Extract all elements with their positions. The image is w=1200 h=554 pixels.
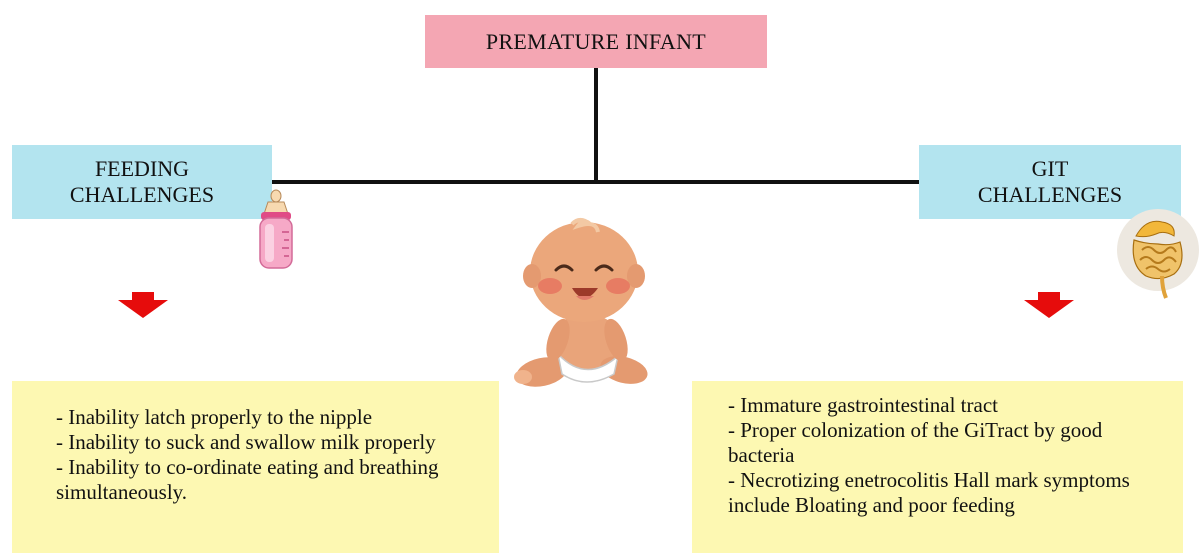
feeding-item-2: - Inability to suck and swallow milk pro… [56, 430, 483, 455]
git-challenges-list: - Immature gastrointestinal tract - Prop… [692, 381, 1183, 553]
feeding-item-3: - Inability to co-ordinate eating and br… [56, 455, 483, 505]
root-node: PREMATURE INFANT [425, 15, 767, 68]
git-item-2: - Proper colonization of the GiTract by … [728, 418, 1167, 468]
git-title-line2: CHALLENGES [978, 182, 1122, 208]
feeding-challenges-list: - Inability latch properly to the nipple… [12, 381, 499, 553]
feeding-title-line1: FEEDING [70, 156, 214, 182]
baby-illustration [514, 214, 654, 390]
feeding-title-line2: CHALLENGES [70, 182, 214, 208]
git-title-line1: GIT [978, 156, 1122, 182]
intestine-icon [1116, 206, 1200, 300]
down-arrow-icon-left [118, 292, 168, 318]
feeding-challenges-node: FEEDING CHALLENGES [12, 145, 272, 219]
down-arrow-icon-right [1024, 292, 1074, 318]
connector-root-vertical [594, 68, 598, 182]
baby-bottle-icon [248, 188, 312, 272]
root-node-label: PREMATURE INFANT [486, 29, 706, 55]
git-item-3: - Necrotizing enetrocolitis Hall mark sy… [728, 468, 1167, 518]
connector-horizontal [272, 180, 919, 184]
git-item-1: - Immature gastrointestinal tract [728, 393, 1167, 418]
feeding-item-1: - Inability latch properly to the nipple [56, 405, 483, 430]
